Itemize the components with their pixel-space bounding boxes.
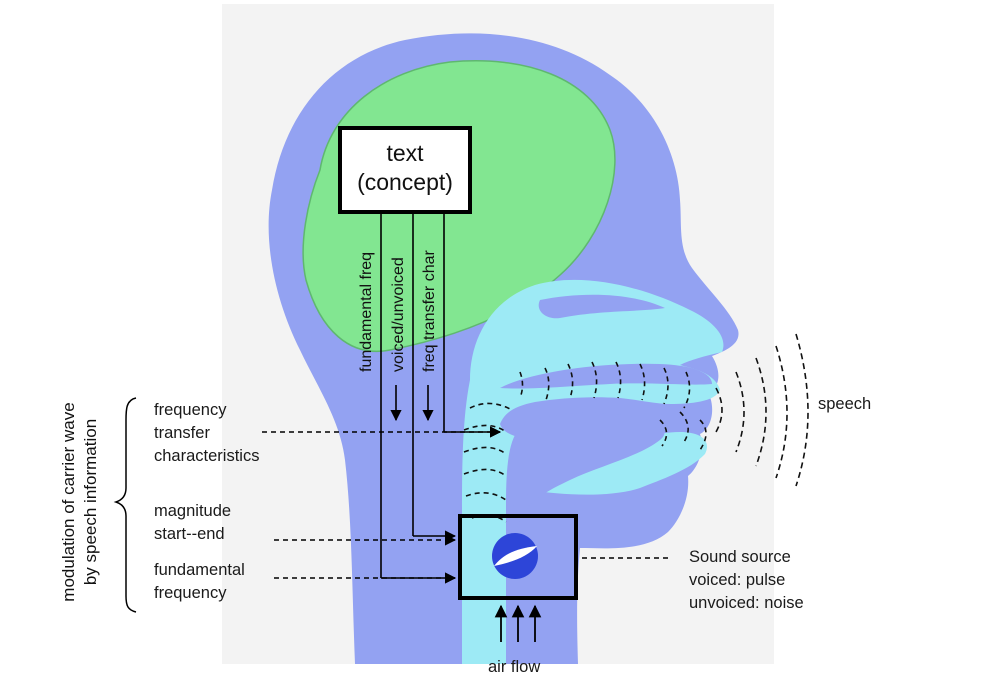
label-speech: speech [818, 395, 872, 413]
side-label-line-1: modulation of carrier wave [59, 402, 78, 602]
palate [500, 363, 712, 389]
epiglottis [512, 493, 534, 520]
label-magnitude: magnitude start--end [154, 500, 231, 546]
modulation-inputs [262, 426, 672, 584]
label-magnitude-line-2: start--end [154, 525, 225, 543]
curly-brace [113, 397, 137, 613]
label-air-flow: air flow [488, 658, 541, 676]
modulation-side-label: modulation of carrier wave by speech inf… [58, 382, 102, 622]
label-fundamental-line-1: fundamental [154, 561, 245, 579]
vocal-fold-icon [492, 533, 538, 579]
concept-box: text (concept) [338, 126, 472, 214]
channel-voiced-unvoiced: voiced/unvoiced [390, 257, 407, 372]
label-freq-transfer-line-2: transfer [154, 424, 210, 442]
speech-waves [715, 333, 809, 487]
channel-freq-transfer-char: freq transfer char [421, 250, 438, 372]
label-magnitude-line-1: magnitude [154, 502, 232, 520]
tongue [506, 412, 665, 580]
channel-fundamental-freq: fundamental freq [358, 251, 375, 372]
label-freq-transfer-line-3: characteristics [154, 447, 260, 465]
sound-source-box [458, 514, 578, 600]
label-fundamental: fundamental frequency [154, 559, 245, 605]
side-label-line-2: by speech information [81, 418, 100, 586]
sound-source-unvoiced: unvoiced: noise [689, 594, 804, 612]
label-sound-source: Sound source voiced: pulse unvoiced: noi… [689, 546, 804, 615]
airflow-lines [463, 361, 707, 523]
sound-source-title: Sound source [689, 548, 791, 566]
label-fundamental-line-2: frequency [154, 584, 227, 602]
concept-line-1: text [386, 140, 424, 166]
concept-line-2: (concept) [357, 169, 453, 195]
label-freq-transfer: frequency transfer characteristics [154, 399, 259, 468]
sound-source-voiced: voiced: pulse [689, 571, 786, 589]
air-flow-arrows [494, 604, 542, 642]
label-freq-transfer-line-1: frequency [154, 401, 227, 419]
nasal-structure [538, 294, 665, 319]
